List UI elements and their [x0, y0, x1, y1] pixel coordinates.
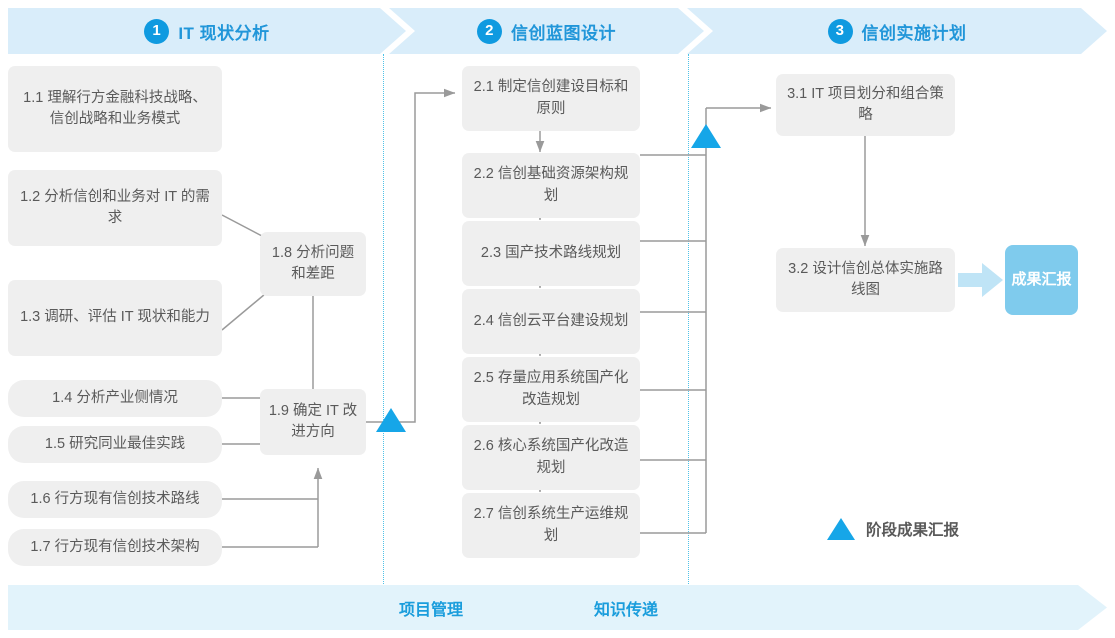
task-box-2-2[interactable]: 2.2 信创基础资源架构规划	[462, 153, 640, 218]
task-label-2-2: 2.2 信创基础资源架构规划	[473, 166, 629, 204]
task-box-1-1[interactable]: 1.1 理解行方金融科技战略、信创战略和业务模式	[8, 66, 222, 152]
milestone-triangle-phase2-icon	[691, 124, 721, 148]
task-box-1-2[interactable]: 1.2 分析信创和业务对 IT 的需求	[8, 170, 222, 246]
task-label-2-7: 2.7 信创系统生产运维规划	[473, 506, 629, 544]
wire-1-9-to-2-1	[366, 88, 456, 423]
task-label-2-6: 2.6 核心系统国产化改造规划	[473, 438, 629, 476]
phase-title-3: 信创实施计划	[861, 23, 967, 43]
task-label-2-5: 2.5 存量应用系统国产化改造规划	[473, 370, 629, 408]
footer-ribbon: 项目管理 知识传递	[8, 585, 1107, 630]
phase-band-3: 3 信创实施计划	[687, 8, 1107, 54]
task-box-3-2[interactable]: 3.2 设计信创总体实施路线图	[776, 248, 955, 312]
footer-label-knowledge-transfer: 知识传递	[594, 601, 659, 619]
task-label-3-1: 3.1 IT 项目划分和组合策略	[787, 85, 944, 123]
column-divider-2	[688, 54, 689, 584]
task-label-1-9: 1.9 确定 IT 改进方向	[268, 402, 358, 440]
phase-band-3-label: 3 信创实施计划	[827, 18, 967, 44]
result-arrow-icon	[958, 263, 1003, 297]
phase-number-2: 2	[477, 18, 502, 44]
phase-band-2: 2 信创蓝图设计	[389, 8, 704, 54]
task-box-1-6[interactable]: 1.6 行方现有信创技术路线	[8, 481, 222, 518]
task-box-2-5[interactable]: 2.5 存量应用系统国产化改造规划	[462, 357, 640, 422]
phase-title-1: IT 现状分析	[178, 23, 270, 43]
task-label-2-4: 2.4 信创云平台建设规划	[473, 312, 629, 329]
phase-band-2-label: 2 信创蓝图设计	[477, 18, 616, 44]
task-label-1-8: 1.8 分析问题和差距	[271, 244, 355, 282]
phase-title-2: 信创蓝图设计	[511, 23, 616, 43]
phase-number-3: 3	[827, 18, 853, 44]
task-label-2-1: 2.1 制定信创建设目标和原则	[473, 79, 629, 117]
phase-band-3-shape	[687, 8, 1107, 54]
task-box-1-4[interactable]: 1.4 分析产业侧情况	[8, 380, 222, 417]
result-chip-label: 成果汇报	[1011, 270, 1072, 288]
legend-label: 阶段成果汇报	[866, 522, 960, 539]
footer-ribbon-shape	[8, 585, 1107, 630]
task-box-1-5[interactable]: 1.5 研究同业最佳实践	[8, 426, 222, 463]
phase-number-1: 1	[144, 18, 170, 44]
task-label-1-7: 1.7 行方现有信创技术架构	[30, 538, 200, 555]
task-label-1-2: 1.2 分析信创和业务对 IT 的需求	[20, 188, 210, 226]
task-box-3-1[interactable]: 3.1 IT 项目划分和组合策略	[776, 74, 955, 136]
task-box-2-7[interactable]: 2.7 信创系统生产运维规划	[462, 493, 640, 558]
milestone-triangle-phase1-icon	[376, 408, 406, 432]
task-box-2-4[interactable]: 2.4 信创云平台建设规划	[462, 289, 640, 354]
task-label-1-3: 1.3 调研、评估 IT 现状和能力	[20, 309, 210, 326]
task-box-2-6[interactable]: 2.6 核心系统国产化改造规划	[462, 425, 640, 490]
phase-band-1-shape	[8, 8, 406, 54]
task-box-1-3[interactable]: 1.3 调研、评估 IT 现状和能力	[8, 280, 222, 356]
phase-band-1: 1 IT 现状分析	[8, 8, 406, 54]
legend: 阶段成果汇报	[827, 518, 959, 540]
task-label-3-2: 3.2 设计信创总体实施路线图	[788, 260, 943, 298]
task-label-1-6: 1.6 行方现有信创技术路线	[30, 490, 200, 507]
milestone-triangle-icon	[827, 518, 855, 540]
task-box-1-8[interactable]: 1.8 分析问题和差距	[260, 232, 366, 296]
column-divider-1	[383, 54, 384, 584]
task-label-2-3: 2.3 国产技术路线规划	[480, 244, 622, 261]
task-box-2-1[interactable]: 2.1 制定信创建设目标和原则	[462, 66, 640, 131]
task-label-1-5: 1.5 研究同业最佳实践	[44, 435, 186, 452]
task-label-1-1: 1.1 理解行方金融科技战略、信创战略和业务模式	[23, 89, 207, 127]
phase-band-1-label: 1 IT 现状分析	[144, 18, 270, 44]
task-box-1-9[interactable]: 1.9 确定 IT 改进方向	[260, 389, 366, 455]
task-box-1-7[interactable]: 1.7 行方现有信创技术架构	[8, 529, 222, 566]
footer-label-project-management: 项目管理	[399, 601, 464, 619]
phase-band-2-shape	[389, 8, 704, 54]
task-label-1-4: 1.4 分析产业侧情况	[52, 389, 178, 406]
result-chip[interactable]: 成果汇报	[1005, 245, 1078, 315]
task-box-2-3[interactable]: 2.3 国产技术路线规划	[462, 221, 640, 286]
